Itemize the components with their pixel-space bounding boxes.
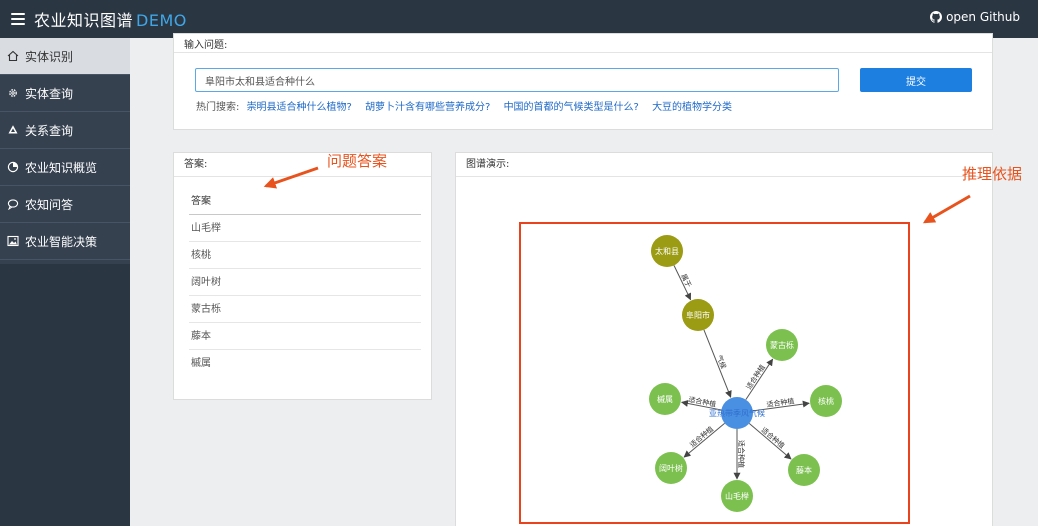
graph-edge xyxy=(748,422,792,460)
graph-node[interactable] xyxy=(655,452,687,484)
home-icon xyxy=(7,50,19,62)
sidebar-item-smart-decision[interactable]: 农业智能决策 xyxy=(0,223,130,260)
graph-node-label: 太和县 xyxy=(655,246,679,256)
sidebar-item-label: 关系查询 xyxy=(25,123,74,138)
sidebar-item-entity-query[interactable]: 实体查询 xyxy=(0,75,130,112)
graph-node-label: 阜阳市 xyxy=(686,310,710,320)
table-row: 蒙古栎 xyxy=(189,296,421,323)
graph-edge-label: 适合种植 xyxy=(744,363,767,391)
graph-edge xyxy=(745,358,774,400)
sidebar-item-label: 农业知识概览 xyxy=(25,160,98,175)
graph-edge xyxy=(681,400,722,411)
graph-node-label: 藤本 xyxy=(796,465,812,475)
graph-node[interactable] xyxy=(788,454,820,486)
hot-search-link[interactable]: 胡萝卜汁含有哪些营养成分? xyxy=(365,102,491,113)
graph-edge-label: 气候 xyxy=(715,354,729,370)
graph-edge-label: 适合种植 xyxy=(766,396,795,409)
graph-node[interactable] xyxy=(682,299,714,331)
answer-table: 答案 山毛榉 核桃 阔叶树 蒙古栎 藤本 槭属 xyxy=(189,188,421,377)
graph-edge-label: 适合种植 xyxy=(737,440,746,468)
reasoning-highlight-frame xyxy=(519,222,910,524)
recycle-icon xyxy=(8,125,18,134)
graph-node[interactable] xyxy=(721,397,753,429)
question-panel: 输入问题: 提交 热门搜索: 崇明县适合种什么植物? 胡萝卜汁含有哪些营养成分?… xyxy=(173,33,993,130)
hot-search-link[interactable]: 崇明县适合种什么植物? xyxy=(246,102,352,113)
graph-node[interactable] xyxy=(721,480,753,512)
gear-icon xyxy=(9,89,17,97)
graph-node-label: 槭属 xyxy=(657,394,673,404)
sidebar-empty-area xyxy=(0,264,130,526)
sidebar-item-entity-recognition[interactable]: 实体识别 xyxy=(0,38,130,75)
github-link[interactable]: open Github xyxy=(930,10,1020,24)
sidebar-item-label: 农知问答 xyxy=(25,197,74,212)
table-row: 藤本 xyxy=(189,323,421,350)
graph-edge xyxy=(673,265,692,301)
graph-node[interactable] xyxy=(766,329,798,361)
hot-searches-label: 热门搜索: xyxy=(196,102,240,113)
graph-edge-label: 适合种植 xyxy=(759,425,786,450)
graph-node-label: 山毛榉 xyxy=(725,491,749,501)
submit-button[interactable]: 提交 xyxy=(860,68,972,92)
sidebar-item-qa[interactable]: 农知问答 xyxy=(0,186,130,223)
graph-node-label: 阔叶树 xyxy=(659,463,683,473)
sidebar-item-label: 实体识别 xyxy=(25,49,74,64)
graph-edge xyxy=(703,329,732,398)
graph-edge xyxy=(683,422,726,458)
sidebar: 实体识别 实体查询 关系查询 农业知识概览 农知问答 农业智能决策 xyxy=(0,38,130,526)
answer-panel: 答案: 答案 山毛榉 核桃 阔叶树 蒙古栎 藤本 槭属 xyxy=(173,152,432,400)
answer-column-header: 答案 xyxy=(189,188,421,215)
graph-panel: 图谱演示: 属于气候适合种植适合种植适合种植适合种植适合种植适合种植 太和县阜阳… xyxy=(455,152,993,526)
table-row: 核桃 xyxy=(189,242,421,269)
table-row: 槭属 xyxy=(191,358,211,369)
hot-searches: 热门搜索: 崇明县适合种什么植物? 胡萝卜汁含有哪些营养成分? 中国的首都的气候… xyxy=(196,98,742,113)
graph-node[interactable] xyxy=(649,383,681,415)
graph-node[interactable] xyxy=(651,235,683,267)
chat-icon xyxy=(7,199,19,210)
hot-search-link[interactable]: 中国的首都的气候类型是什么? xyxy=(503,102,639,113)
answer-heading: 答案: xyxy=(174,153,431,177)
pie-chart-icon xyxy=(7,161,19,173)
graph-edge xyxy=(752,400,810,412)
graph-node-label: 亚热带季风气候 xyxy=(709,408,765,418)
sidebar-item-relation-query[interactable]: 关系查询 xyxy=(0,112,130,149)
table-row: 山毛榉 xyxy=(189,215,421,242)
menu-icon[interactable] xyxy=(11,13,25,25)
sidebar-item-label: 实体查询 xyxy=(25,86,74,101)
graph-node-label: 核桃 xyxy=(818,396,834,406)
image-icon xyxy=(7,235,19,247)
app-title-suffix: DEMO xyxy=(136,11,187,30)
github-label: open Github xyxy=(946,10,1020,24)
sidebar-item-knowledge-overview[interactable]: 农业知识概览 xyxy=(0,149,130,186)
github-icon xyxy=(930,11,943,23)
sidebar-item-label: 农业智能决策 xyxy=(25,234,98,249)
question-input[interactable] xyxy=(195,68,839,92)
graph-node-label: 蒙古栎 xyxy=(770,340,794,350)
hot-search-link[interactable]: 大豆的植物学分类 xyxy=(652,102,733,113)
graph-edge-label: 适合种植 xyxy=(688,424,715,449)
graph-heading: 图谱演示: xyxy=(456,153,992,177)
question-heading: 输入问题: xyxy=(174,34,992,53)
annotation-reasoning: 推理依据 xyxy=(962,165,1023,183)
table-row: 阔叶树 xyxy=(189,269,421,296)
graph-node[interactable] xyxy=(810,385,842,417)
annotation-answer: 问题答案 xyxy=(327,152,388,170)
